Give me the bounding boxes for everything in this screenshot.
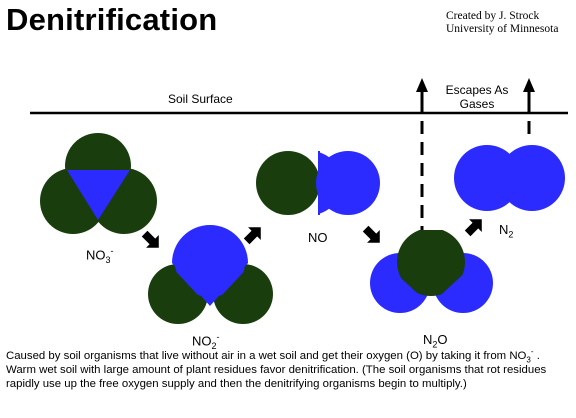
escapes-line-2: Gases bbox=[459, 97, 495, 111]
no-molecule bbox=[256, 151, 380, 215]
credit-author: Created by J. Strock bbox=[446, 10, 540, 22]
step-arrow-2 bbox=[243, 227, 261, 245]
no2-label: NO2- bbox=[192, 332, 220, 351]
escapes-line-1: Escapes As bbox=[445, 83, 509, 97]
escape-arrowhead-left bbox=[416, 78, 428, 92]
no2-molecule bbox=[148, 225, 273, 324]
n2o-molecule bbox=[370, 230, 493, 313]
no3-molecule bbox=[40, 133, 157, 234]
n2-molecule bbox=[454, 145, 565, 211]
caption-text: Caused by soil organisms that live witho… bbox=[6, 347, 547, 390]
step-arrow-4 bbox=[464, 219, 482, 237]
n2o-label: N2O bbox=[423, 332, 448, 350]
author-credit: Created by J. Strock University of Minne… bbox=[446, 10, 558, 36]
no-label: NO bbox=[308, 230, 328, 245]
escape-arrowhead-right bbox=[523, 78, 535, 92]
step-arrow-1 bbox=[141, 230, 159, 248]
n2-label: N2 bbox=[499, 222, 514, 240]
page-title: Denitrification bbox=[6, 2, 218, 37]
soil-surface-label: Soil Surface bbox=[168, 92, 233, 106]
escapes-as-gases-label: Escapes As Gases bbox=[432, 83, 522, 111]
credit-institution: University of Minnesota bbox=[446, 23, 559, 35]
no3-label: NO3- bbox=[86, 246, 114, 265]
step-arrow-3 bbox=[362, 225, 380, 243]
